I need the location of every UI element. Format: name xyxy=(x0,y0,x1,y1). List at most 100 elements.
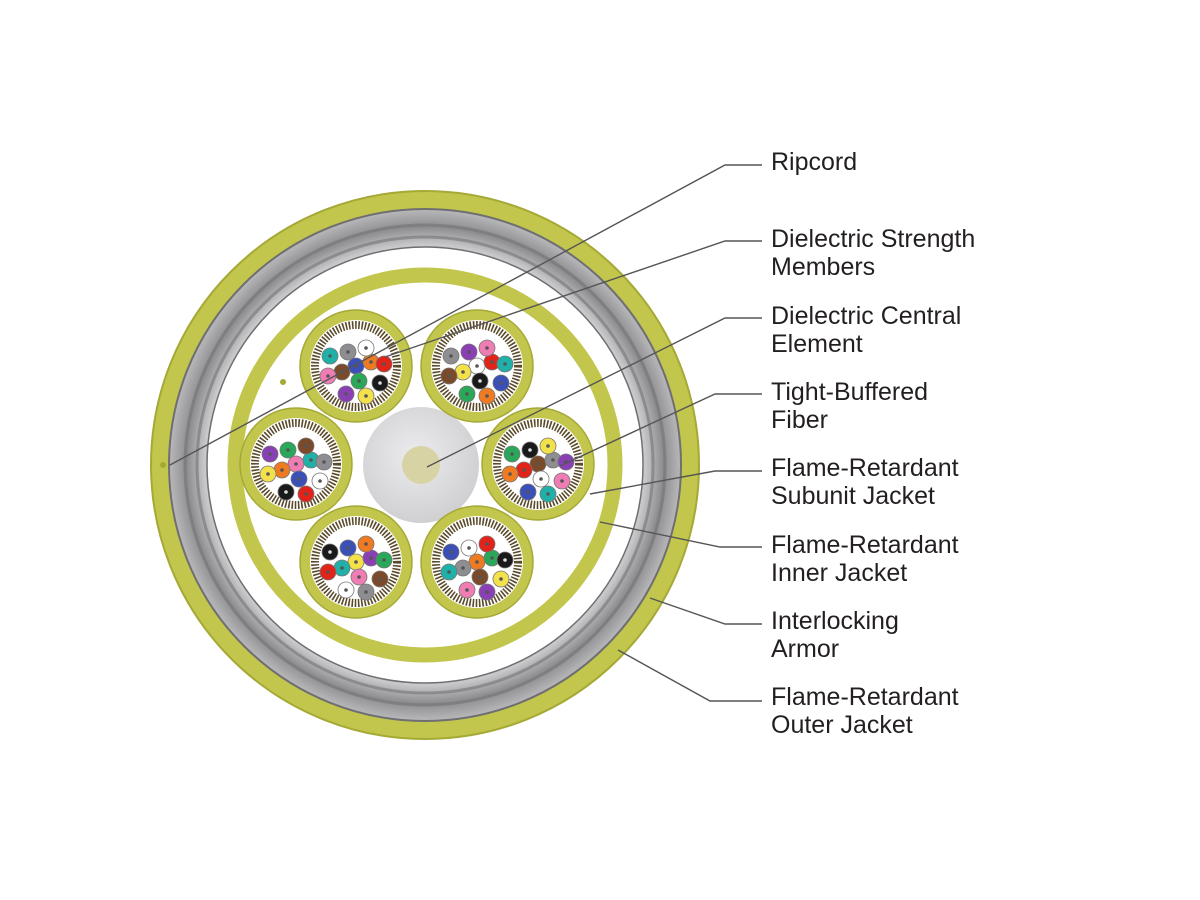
leader-line-interlocking-armor xyxy=(649,597,762,625)
fiber-core xyxy=(499,381,503,385)
fiber-core xyxy=(294,462,298,466)
fiber-core xyxy=(369,556,373,560)
subunit xyxy=(420,505,534,619)
fiber-core xyxy=(503,362,507,366)
fiber-core xyxy=(322,460,326,464)
leader-line-dielectric-strength-members xyxy=(384,240,762,358)
fiber-core xyxy=(485,590,489,594)
dielectric-strength-members xyxy=(493,419,583,509)
ripcord xyxy=(160,462,166,468)
fiber-core xyxy=(328,550,332,554)
fiber-core xyxy=(536,462,540,466)
fiber-core xyxy=(382,362,386,366)
fiber-core xyxy=(465,392,469,396)
fiber-core xyxy=(378,381,382,385)
fiber-core xyxy=(346,546,350,550)
fiber-core xyxy=(467,350,471,354)
label-dielectric-central-element: Dielectric Central Element xyxy=(771,302,968,358)
fiber-core xyxy=(309,458,313,462)
fiber-core xyxy=(551,458,555,462)
fiber-core xyxy=(304,492,308,496)
fiber-core xyxy=(546,444,550,448)
fiber-core xyxy=(286,448,290,452)
label-interlocking-armor: Interlocking Armor xyxy=(771,607,906,663)
fiber-core xyxy=(280,468,284,472)
fiber-core xyxy=(449,354,453,358)
fiber-core xyxy=(268,452,272,456)
label-tight-buffered-fiber: Tight-Buffered Fiber xyxy=(771,378,935,434)
subunit xyxy=(239,407,353,521)
subunit xyxy=(299,309,413,423)
ripcord xyxy=(280,379,286,385)
dielectric-strength-members xyxy=(251,419,341,509)
fiber-core xyxy=(510,452,514,456)
fiber-core xyxy=(340,566,344,570)
fiber-core xyxy=(326,570,330,574)
subunits xyxy=(239,309,595,619)
label-dielectric-strength-members: Dielectric Strength Members xyxy=(771,225,982,281)
fiber-core xyxy=(266,472,270,476)
fiber-core xyxy=(461,566,465,570)
leader-line-dielectric-central-element xyxy=(426,317,762,468)
armor-groove xyxy=(183,223,667,707)
fiber-core xyxy=(539,477,543,481)
fiber-core xyxy=(346,350,350,354)
fiber-core xyxy=(475,560,479,564)
fiber-core xyxy=(499,577,503,581)
fiber-core xyxy=(447,374,451,378)
fiber-core xyxy=(364,346,368,350)
fiber-core xyxy=(369,360,373,364)
fiber-core xyxy=(560,479,564,483)
fiber-core xyxy=(328,354,332,358)
central-element-core xyxy=(402,446,440,484)
label-ripcord: Ripcord xyxy=(771,148,857,176)
fiber-core xyxy=(357,379,361,383)
fiber-core xyxy=(508,472,512,476)
subunit xyxy=(420,309,534,423)
fiber-core xyxy=(284,490,288,494)
fiber-core xyxy=(546,492,550,496)
fiber-core xyxy=(382,558,386,562)
dielectric-strength-members xyxy=(311,517,401,607)
fiber-core xyxy=(475,364,479,368)
fiber-core xyxy=(467,546,471,550)
fiber-core xyxy=(478,379,482,383)
dielectric-strength-members xyxy=(432,517,522,607)
fiber-core xyxy=(503,558,507,562)
label-flame-retardant-inner-jacket: Flame-Retardant Inner Jacket xyxy=(771,531,966,587)
fiber-core xyxy=(364,542,368,546)
fiber-core xyxy=(478,575,482,579)
fiber-core xyxy=(485,346,489,350)
leader-line-tight-buffered-fiber xyxy=(559,393,762,467)
fiber-core xyxy=(449,550,453,554)
flame-retardant-inner-jacket xyxy=(227,267,623,663)
fiber-core xyxy=(304,444,308,448)
leader-line-ripcord xyxy=(169,164,762,466)
fiber-core xyxy=(522,468,526,472)
fiber-core xyxy=(461,370,465,374)
fiber-core xyxy=(485,542,489,546)
dielectric-strength-members xyxy=(311,321,401,411)
fiber-core xyxy=(364,590,368,594)
subunit xyxy=(299,505,413,619)
cable-cross-section xyxy=(150,190,700,740)
fiber-core xyxy=(318,479,322,483)
fiber-core xyxy=(364,394,368,398)
fiber-core xyxy=(526,490,530,494)
fiber-core xyxy=(465,588,469,592)
fiber-core xyxy=(490,360,494,364)
armor-groove xyxy=(195,235,655,695)
leader-line-flame-retardant-outer-jacket xyxy=(617,649,762,702)
fiber-core xyxy=(378,577,382,581)
fiber-core xyxy=(528,448,532,452)
fiber-core xyxy=(357,575,361,579)
leader-lines xyxy=(169,164,762,702)
leader-line-flame-retardant-inner-jacket xyxy=(599,521,762,548)
fiber-core xyxy=(485,394,489,398)
callout-labels: Ripcord Dielectric Strength Members Diel… xyxy=(771,148,982,739)
leader-line-flame-retardant-subunit-jacket xyxy=(589,470,762,495)
fiber-core xyxy=(490,556,494,560)
fiber-core xyxy=(326,374,330,378)
fiber-core xyxy=(344,588,348,592)
